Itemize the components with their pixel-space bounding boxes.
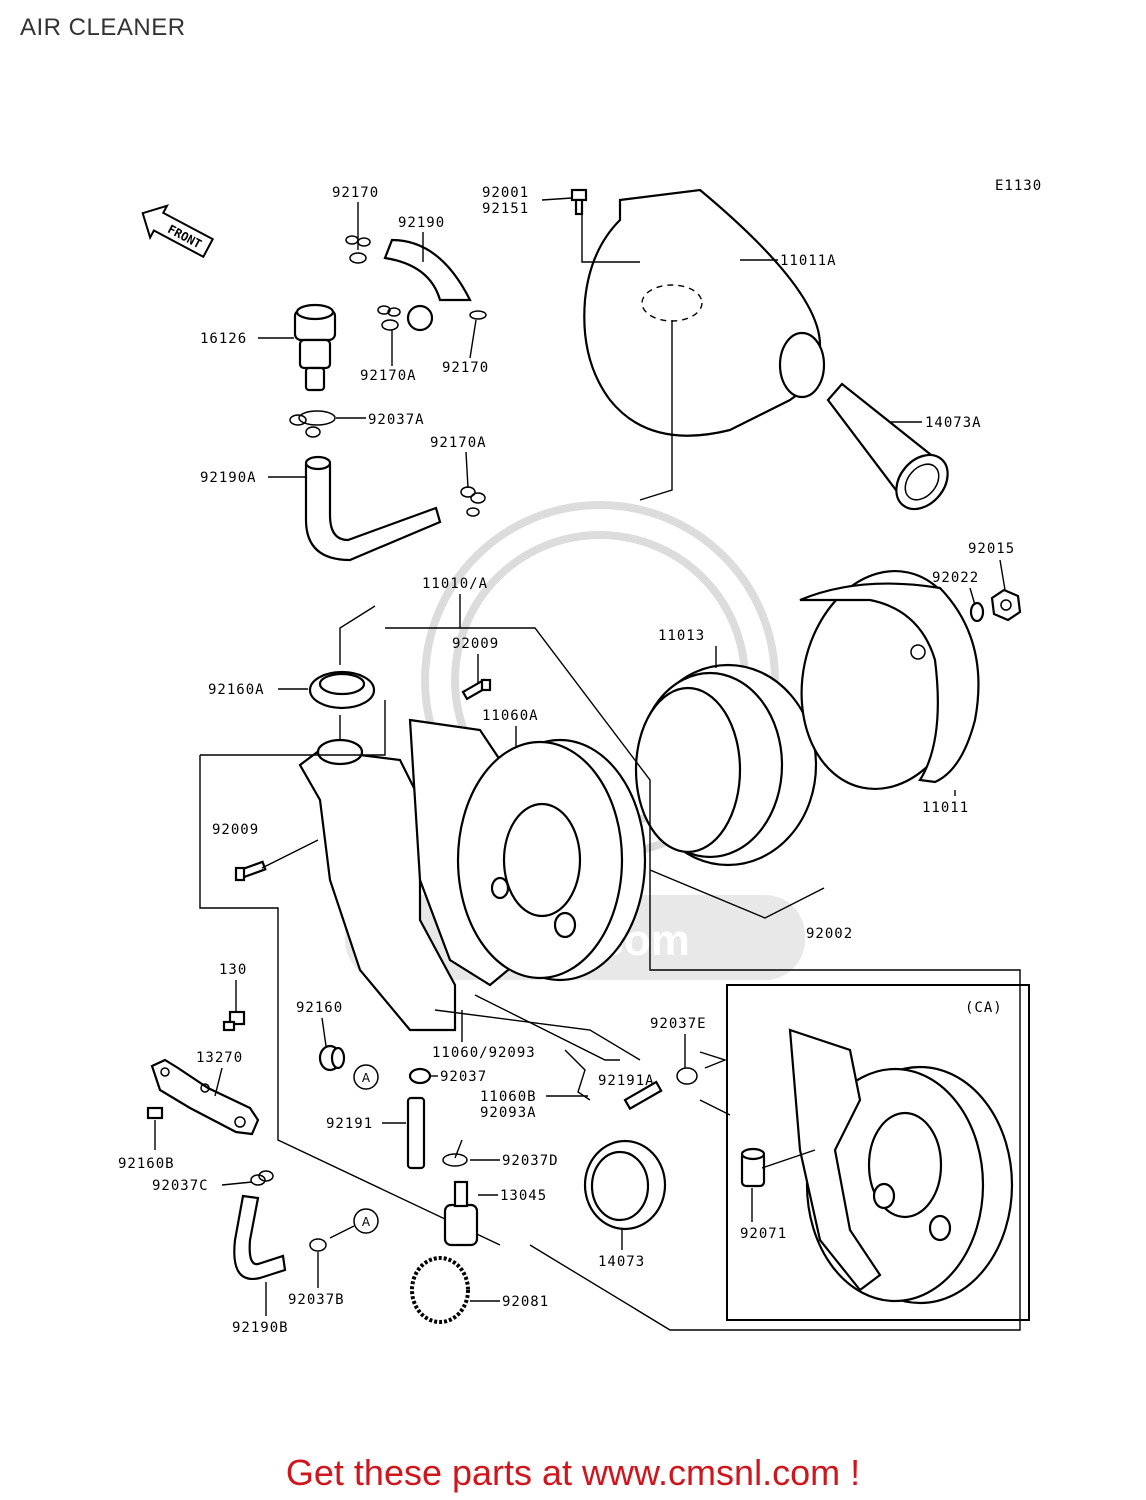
label-13045: 13045: [500, 1188, 547, 1204]
callout-a-2: A: [353, 1208, 379, 1234]
label-92009-2: 92009: [212, 822, 259, 838]
ca-variant-box: [726, 984, 1030, 1321]
tube-14073A: [826, 382, 949, 511]
label-92037: 92037: [440, 1069, 487, 1085]
label-92015: 92015: [968, 541, 1015, 557]
label-92093A: 92093A: [480, 1105, 537, 1121]
clamp-92170A-2: [460, 486, 486, 517]
label-92160B: 92160B: [118, 1156, 175, 1172]
cover-opening-11011A: [778, 331, 826, 399]
label-11011: 11011: [922, 800, 969, 816]
diagram-code: E1130: [995, 178, 1042, 194]
seal-92160A: [308, 670, 376, 710]
label-92170A-2: 92170A: [430, 435, 487, 451]
clamp-92037E: [676, 1067, 698, 1085]
label-11013: 11013: [658, 628, 705, 644]
label-92190: 92190: [398, 215, 445, 231]
clamp-92037D: [442, 1153, 468, 1167]
label-92037B: 92037B: [288, 1292, 345, 1308]
bolt-92009-2: [234, 860, 267, 882]
label-92037A: 92037A: [368, 412, 425, 428]
hose-92190A: [304, 463, 442, 562]
filter-element-11013: [634, 663, 818, 867]
page-title: AIR CLEANER: [20, 14, 186, 41]
label-16126: 16126: [200, 331, 247, 347]
label-92151: 92151: [482, 201, 529, 217]
label-92081: 92081: [502, 1294, 549, 1310]
label-92170-2: 92170: [442, 360, 489, 376]
label-92190B: 92190B: [232, 1320, 289, 1336]
callout-a-1-text: A: [362, 1071, 371, 1085]
clip-92160B: [146, 1106, 164, 1120]
label-11060A: 11060A: [482, 708, 539, 724]
clamp-92037C: [250, 1170, 274, 1186]
clamp-92037B: [309, 1238, 327, 1252]
label-92160A: 92160A: [208, 682, 265, 698]
label-11060-92093: 11060/92093: [432, 1045, 536, 1061]
washer-92022: [969, 601, 985, 623]
cover-11011A: [583, 188, 822, 437]
hose-end-92190: [406, 304, 434, 332]
cup-14073: [583, 1139, 667, 1231]
housing-11011: [799, 569, 980, 791]
tube-92191: [406, 1096, 426, 1170]
hose-92190B: [233, 1194, 287, 1281]
label-92001: 92001: [482, 185, 529, 201]
label-92009-1: 92009: [452, 636, 499, 652]
ring-92081: [410, 1256, 470, 1324]
label-11060B: 11060B: [480, 1089, 537, 1105]
cap-13045: [443, 1180, 479, 1247]
pin-92191A: [623, 1080, 663, 1111]
label-92160: 92160: [296, 1000, 343, 1016]
nut-92015: [990, 588, 1022, 622]
label-92037E: 92037E: [650, 1016, 707, 1032]
duct-inlet: [316, 738, 364, 766]
fitting-92071: [740, 1147, 766, 1188]
label-92002: 92002: [806, 926, 853, 942]
label-92022: 92022: [932, 570, 979, 586]
part-labels: 92170 92001 92151 92190 11011A 16126 921…: [118, 185, 1015, 1336]
ca-base-assembly: [788, 1028, 1014, 1305]
callout-a-2-text: A: [362, 1215, 371, 1229]
front-arrow-icon: FRONT: [141, 204, 215, 259]
label-92037C: 92037C: [152, 1178, 209, 1194]
bolt-92009-1: [461, 678, 492, 701]
label-14073A: 14073A: [925, 415, 982, 431]
parts-diagram: cmsnl.com E1130 FRONT: [118, 178, 1042, 1336]
bracket-13270: [150, 1058, 260, 1136]
valve-16126: [293, 303, 337, 392]
ca-variant-label: (CA): [965, 1000, 1003, 1016]
hose-92190: [383, 238, 472, 302]
label-14073: 14073: [598, 1254, 645, 1270]
footer-link[interactable]: Get these parts at www.cmsnl.com !: [285, 1452, 861, 1493]
clamp-92170-2: [469, 310, 487, 320]
label-11010A: 11010/A: [422, 576, 488, 592]
label-92037D: 92037D: [502, 1153, 559, 1169]
base-11010A: [456, 738, 647, 982]
bolt-130: [222, 1010, 246, 1032]
label-130: 130: [219, 962, 247, 978]
label-92170A-1: 92170A: [360, 368, 417, 384]
label-92170-top: 92170: [332, 185, 379, 201]
clamp-92037: [408, 1067, 432, 1085]
callout-a-1: A: [353, 1064, 379, 1090]
grommet-92160: [318, 1044, 346, 1072]
wire-11060B: [564, 1049, 591, 1101]
label-92191A: 92191A: [598, 1073, 655, 1089]
hose-end-92190A: [304, 455, 332, 471]
label-13270: 13270: [196, 1050, 243, 1066]
label-92191: 92191: [326, 1116, 373, 1132]
clamp-92170A-1: [377, 305, 401, 331]
label-11011A: 11011A: [780, 253, 837, 269]
label-92190A: 92190A: [200, 470, 257, 486]
bolt-92001: [570, 188, 588, 216]
label-92071: 92071: [740, 1226, 787, 1242]
clamp-92037A: [289, 410, 336, 438]
